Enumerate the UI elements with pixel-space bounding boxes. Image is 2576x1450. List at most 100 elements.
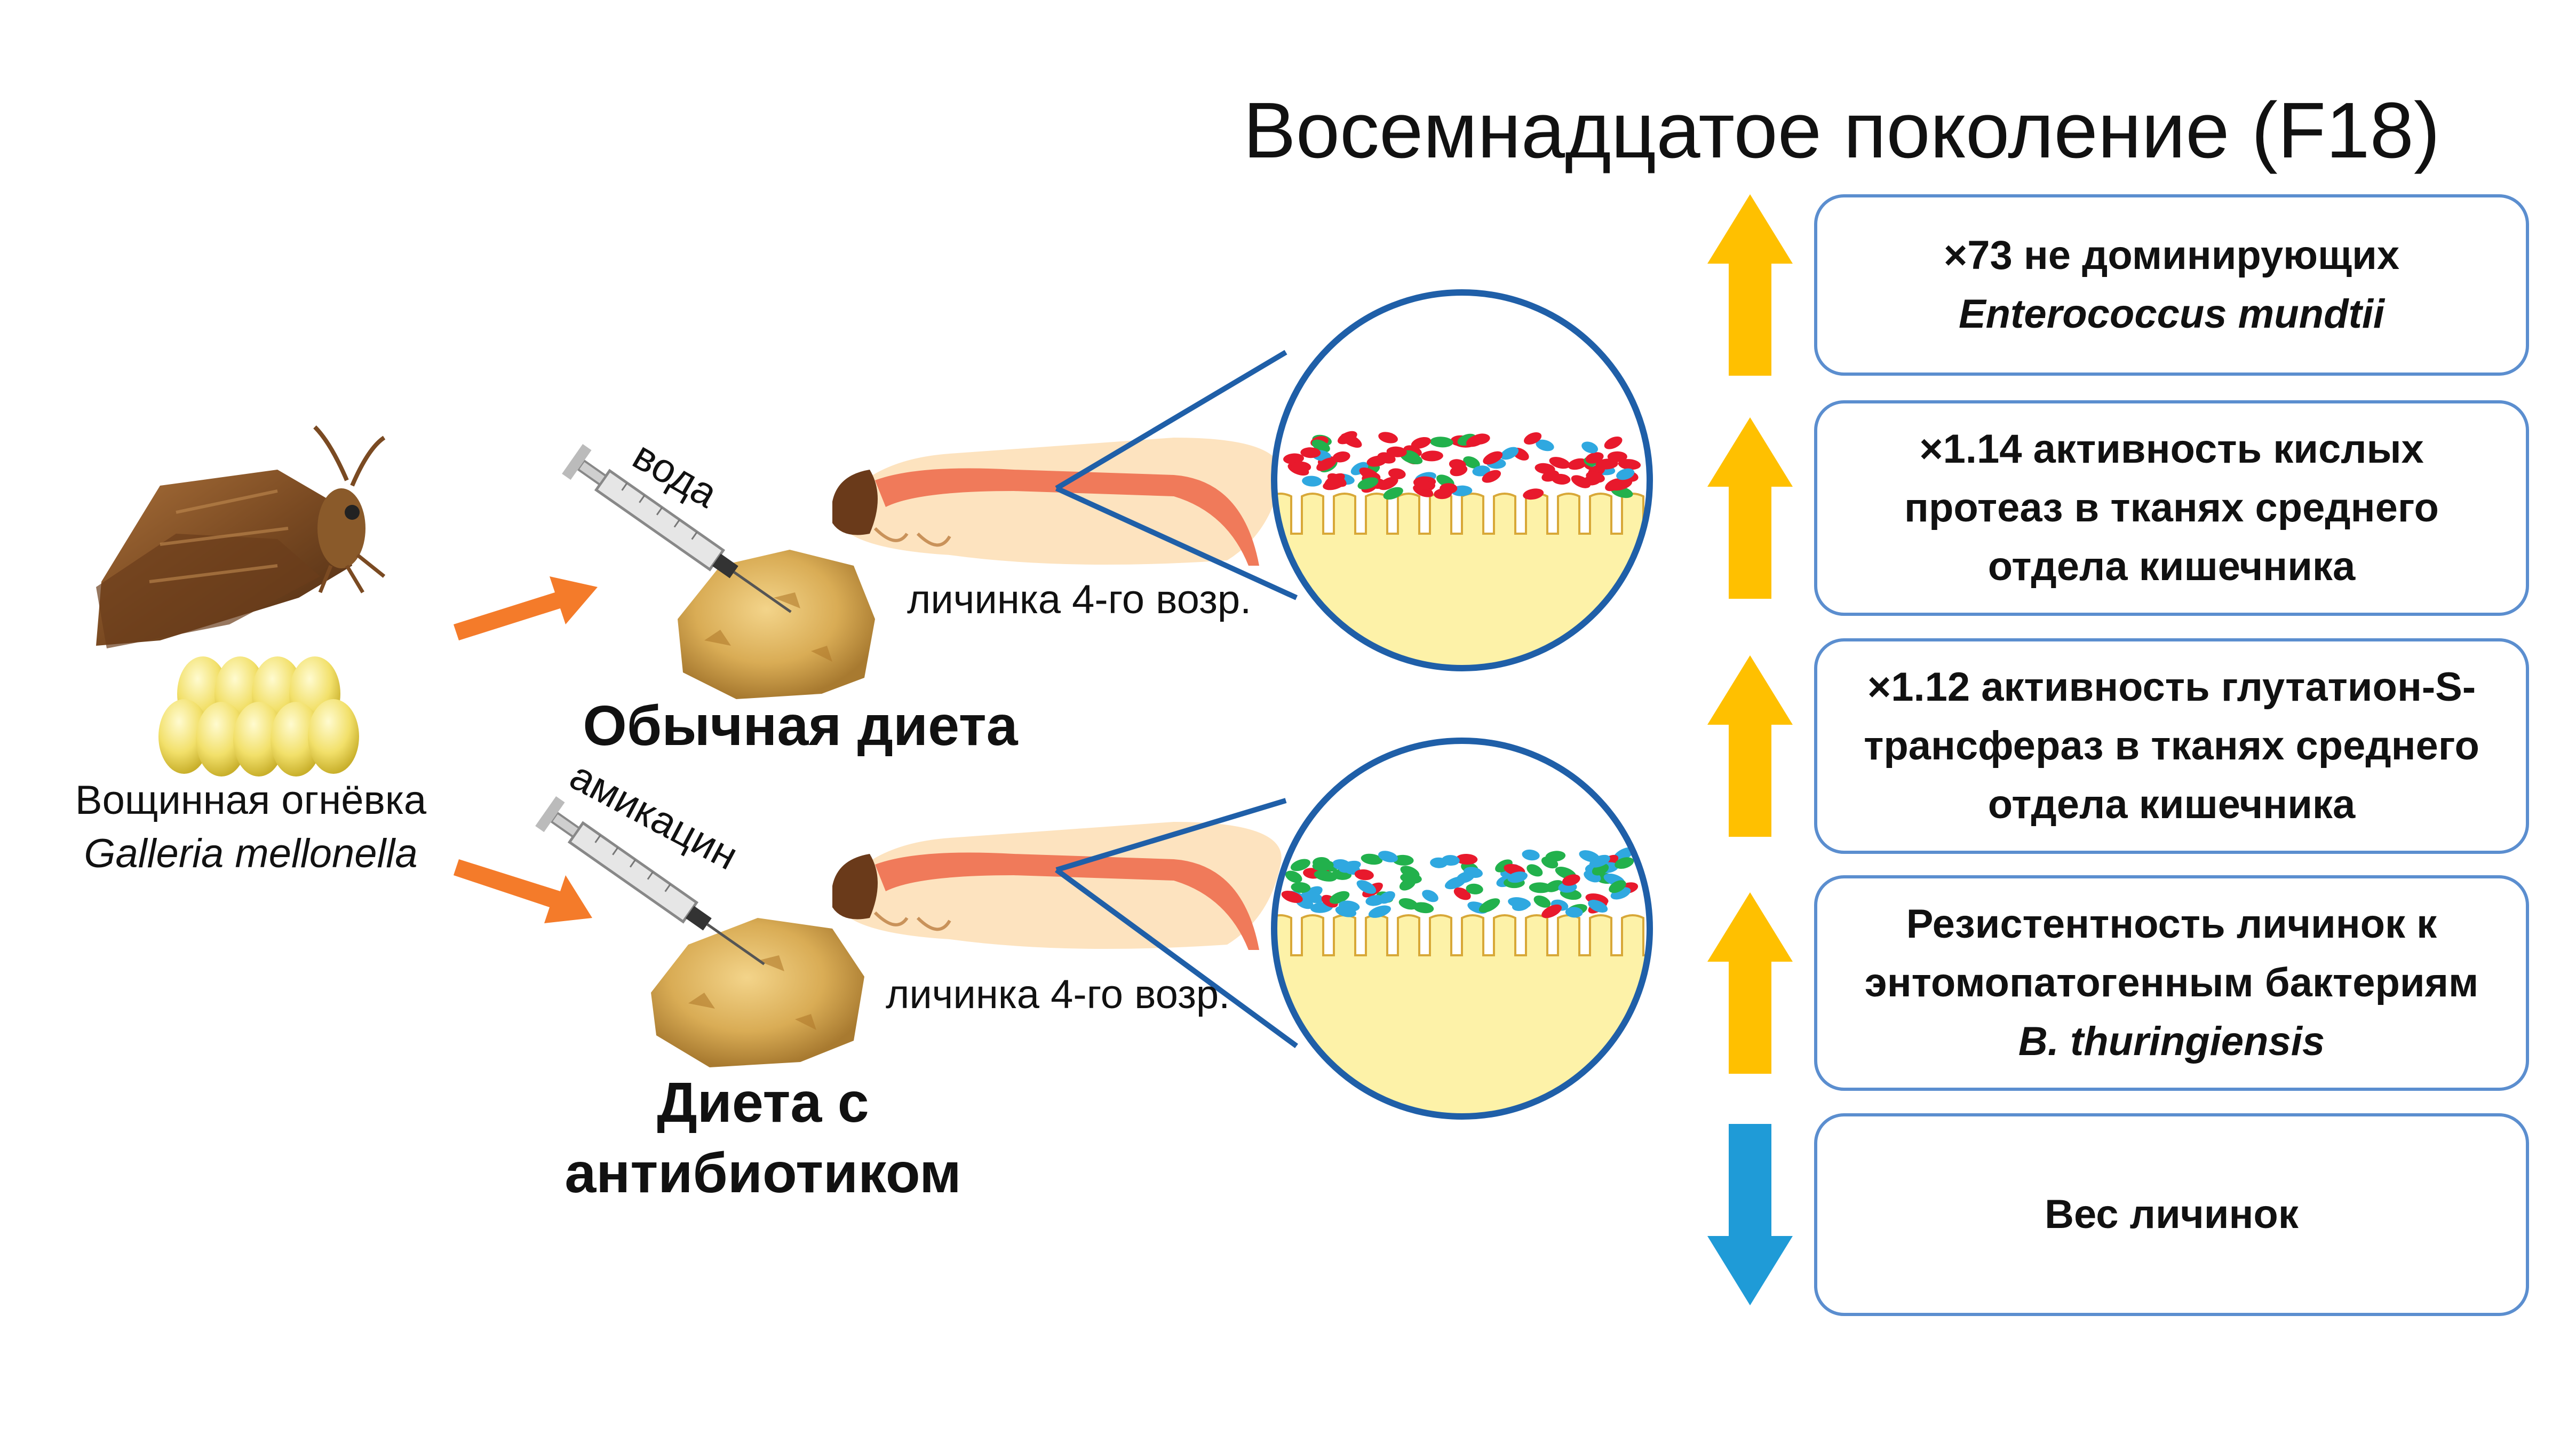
bacterium [1609,880,1626,893]
bacterium [1357,477,1379,490]
bacterium [1522,849,1540,861]
bacterium [1535,463,1555,474]
bacterium [1332,859,1350,870]
moth-illustration [96,425,386,648]
effect-line: Вес личинок [2045,1192,2299,1237]
effect-species: Enterococcus mundtii [1958,291,2385,337]
bacterium [1291,882,1311,893]
bacterium [1571,475,1591,488]
effect-line: Резистентность личинок к [1906,901,2437,947]
bacterium [1332,451,1350,463]
larva-label-antibiotic: личинка 4-го возр. [886,972,1230,1017]
bacterium [1604,436,1623,449]
bacterium [1613,847,1634,861]
bacterium [1285,870,1302,883]
effect-line: отдела кишечника [1987,544,2356,589]
bacterium [1398,898,1418,910]
bacterium [1316,457,1337,471]
bacterium [1466,434,1485,447]
bacterium [1478,898,1500,913]
effect-box-weight: Вес личинок [1814,1113,2529,1316]
bacterium [1526,864,1543,877]
bacterium [1388,468,1406,479]
bacterium [1422,890,1438,902]
bacterium [1413,478,1431,490]
bacterium [1337,431,1357,445]
effect-arrows [1707,194,1793,1305]
moth-name-ru: Вощинная огнёвка [75,778,427,823]
effect-box-enterococcus: ×73 не доминирующих Enterococcus mundtii [1814,194,2529,376]
effect-box-acid-proteases: ×1.14 активность кислых протеаз в тканях… [1814,400,2529,616]
bacterium [1440,483,1458,494]
effect-line: ×1.14 активность кислых [1919,426,2424,472]
food-block-normal [678,550,875,699]
increase-arrow-icon [1707,417,1793,599]
effect-box-resistance: Резистентность личинок к энтомопатогенны… [1814,875,2529,1091]
bacterium [1312,860,1334,871]
bacterium [1400,451,1423,465]
bacterium [1595,458,1618,470]
diet-label-normal: Обычная диета [560,694,1040,758]
bacterium [1399,878,1416,891]
bacterium [1449,459,1466,470]
bacterium [1421,450,1443,462]
bacterium [1301,891,1324,904]
effect-line: отдела кишечника [1987,782,2356,827]
diet-label-line: Диета с [657,1071,869,1134]
bacterium [1507,871,1528,883]
bacterium [1393,854,1414,866]
bacterium [1356,880,1377,894]
diet-label-line: антибиотиком [565,1142,961,1205]
bacterium [1379,891,1395,904]
bacterium [1562,874,1580,886]
diet-label-antibiotic: Диета с антибиотиком [496,1067,1030,1208]
increase-arrow-icon [1707,194,1793,376]
effect-line: трансфераз в тканях среднего [1864,723,2479,768]
bacterium [1610,478,1633,491]
food-block-antibiotic [651,918,864,1067]
bacterium [1585,452,1604,464]
bacterium [1378,851,1398,862]
bacterium [1523,488,1544,500]
bacterium [1327,473,1347,487]
effect-line: ×1.12 активность глутатион-S- [1867,664,2476,710]
increase-arrow-icon [1707,892,1793,1074]
diet-label-line: Обычная диета [583,694,1018,757]
larva-normal [832,350,1298,600]
effect-species: B. thuringiensis [2018,1019,2325,1064]
syringe-water [562,443,792,613]
bacterium [1283,453,1304,464]
syringe-amikacin [535,796,765,965]
bacterium [1338,900,1360,912]
moth-species-label: Вощинная огнёвка Galleria mellonella [11,774,491,881]
bacterium [1466,883,1483,894]
bacterium [1413,902,1434,914]
effect-line: ×73 не доминирующих [1943,233,2400,278]
bacterium [1533,895,1551,908]
bacterium [1354,869,1374,881]
bacterium [1329,891,1350,904]
bacterium [1500,447,1519,460]
bacterium [1378,432,1398,443]
bacterium [1463,456,1480,469]
gut-zoom-normal [1271,289,1653,671]
bacterium [1568,458,1587,470]
effect-box-gst: ×1.12 активность глутатион-S- трансфераз… [1814,638,2529,854]
flow-arrow-top [454,576,598,640]
egg-cluster [158,656,359,776]
bacterium [1615,857,1634,869]
increase-arrow-icon [1707,655,1793,837]
bacterium [1411,437,1431,449]
bacterium [1512,899,1530,911]
bacterium [1618,459,1641,470]
bacterium [1291,461,1311,472]
bacterium [1581,441,1599,454]
bacterium [1290,859,1310,871]
bacterium [1536,439,1554,451]
effect-line: протеаз в тканях среднего [1904,485,2439,530]
bacterium [1589,854,1610,868]
bacterium [1586,471,1605,483]
bacterium [1361,853,1383,865]
bacterium [1524,432,1542,445]
